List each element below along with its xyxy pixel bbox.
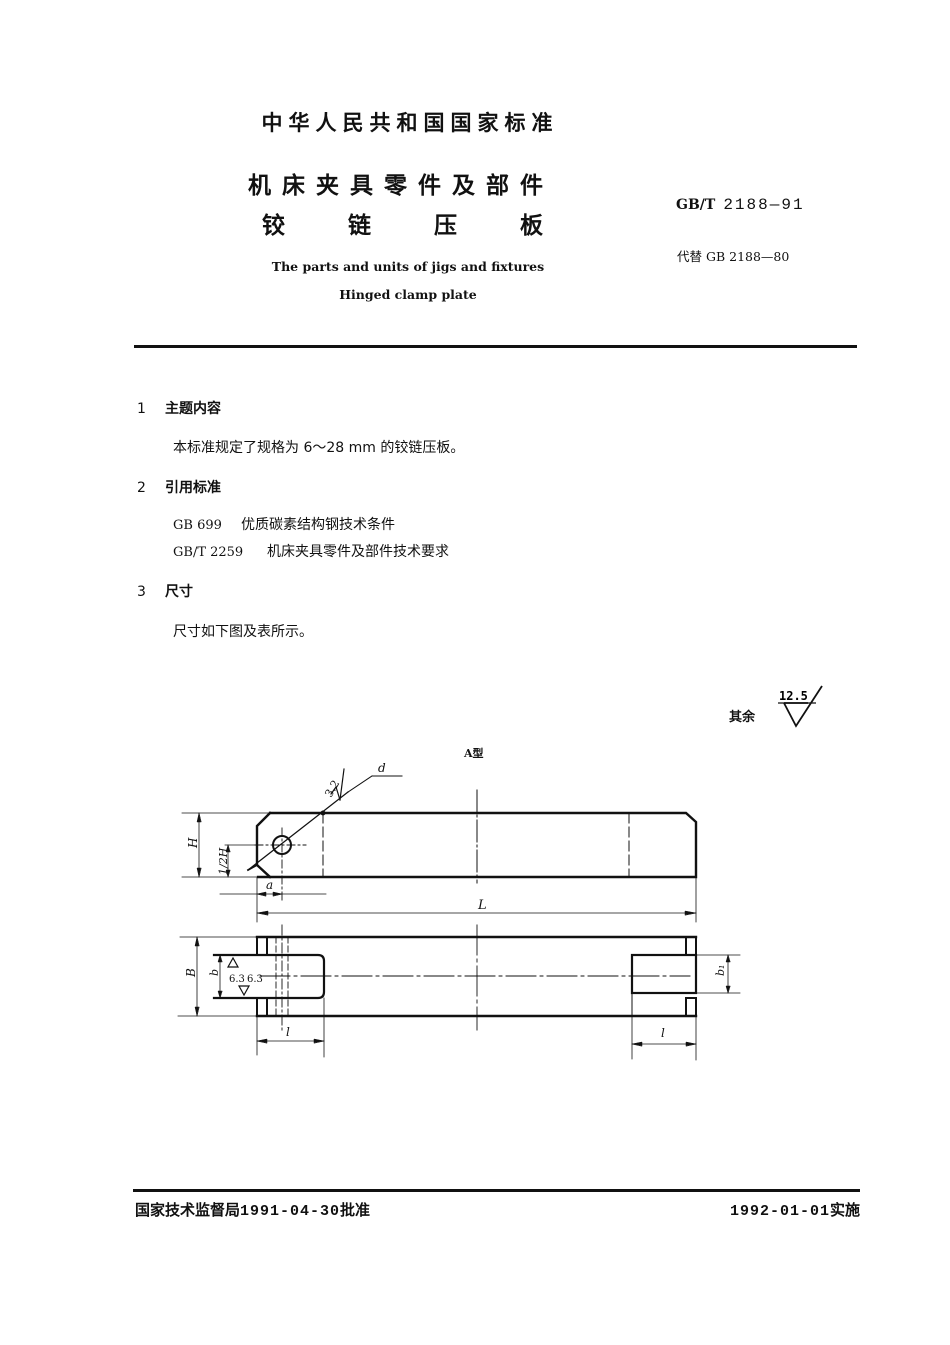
- standard-code-number: 2188—91: [723, 196, 805, 214]
- effective-date: 1992-01-01: [729, 1203, 830, 1220]
- slot-width-label: b: [208, 969, 221, 976]
- header-divider: [134, 345, 857, 348]
- main-title-char: 压: [434, 213, 457, 239]
- type-label: A型: [464, 747, 484, 760]
- roughness-value: 12.5: [779, 689, 808, 703]
- section-number: 1: [137, 401, 146, 417]
- english-title-line1: The parts and units of jigs and fixtures: [271, 259, 545, 274]
- height-label: H: [186, 837, 200, 849]
- section-3-heading: 3 尺寸: [137, 581, 193, 601]
- main-title-char: 板: [520, 213, 543, 239]
- standard-code-prefix: GB/T: [676, 197, 716, 213]
- section-2-heading: 2 引用标准: [137, 477, 221, 497]
- reference-item: GB 699 优质碳素结构钢技术条件: [173, 514, 395, 534]
- main-title-line2: 铰 链 压 板: [262, 206, 606, 240]
- standard-code: GB/T 2188—91: [676, 195, 805, 214]
- slot-length-right-label: l: [661, 1026, 665, 1040]
- standard-title: 中华人民共和国国家标准: [261, 111, 559, 135]
- slot-roughness-1: 6.3: [229, 974, 245, 985]
- half-height-label: 1/2H: [217, 847, 230, 875]
- section-title: 引用标准: [165, 480, 221, 496]
- rest-roughness-label: 其余: [729, 710, 756, 725]
- reference-title: 优质碳素结构钢技术条件: [241, 517, 395, 533]
- approval-org: 国家技术监督局: [135, 1201, 241, 1219]
- reference-title: 机床夹具零件及部件技术要求: [267, 544, 449, 560]
- section-title: 尺寸: [165, 584, 193, 600]
- section-number: 2: [137, 480, 146, 496]
- hole-roughness-label: 3.2: [322, 778, 342, 800]
- slot-width-right-label: b₁: [714, 965, 727, 976]
- width-label: B: [184, 968, 198, 978]
- effective-suffix: 实施: [829, 1201, 860, 1219]
- slot-roughness-2: 6.3: [247, 974, 263, 985]
- approval-date: 1991-04-30: [240, 1203, 341, 1220]
- section-1-body: 本标准规定了规格为 6～28 mm 的铰链压板。: [173, 440, 465, 456]
- diameter-label: d: [378, 761, 386, 775]
- main-title-line1: 机床夹具零件及部件: [248, 173, 554, 199]
- footer-divider: [133, 1189, 860, 1192]
- reference-code: GB 699: [173, 518, 222, 533]
- slot-length-left-label: l: [286, 1025, 290, 1039]
- english-title-line2: Hinged clamp plate: [339, 287, 477, 302]
- reference-item: GB/T 2259 机床夹具零件及部件技术要求: [173, 541, 449, 561]
- effective-note: 1992-01-01实施: [730, 1199, 860, 1220]
- section-number: 3: [137, 584, 146, 600]
- section-3-body: 尺寸如下图及表所示。: [173, 624, 313, 640]
- section-1-heading: 1 主题内容: [137, 398, 221, 418]
- replaces-note: 代替 GB 2188—80: [677, 249, 790, 264]
- offset-label: a: [266, 878, 273, 892]
- main-title-char: 链: [348, 213, 371, 239]
- surface-roughness-icon: 12.5: [778, 685, 823, 728]
- section-title: 主题内容: [165, 401, 221, 417]
- approval-suffix: 批准: [340, 1201, 371, 1219]
- approval-note: 国家技术监督局1991-04-30批准: [135, 1199, 370, 1220]
- length-label: L: [477, 898, 487, 913]
- main-title-char: 铰: [262, 213, 285, 239]
- reference-code: GB/T 2259: [173, 545, 244, 560]
